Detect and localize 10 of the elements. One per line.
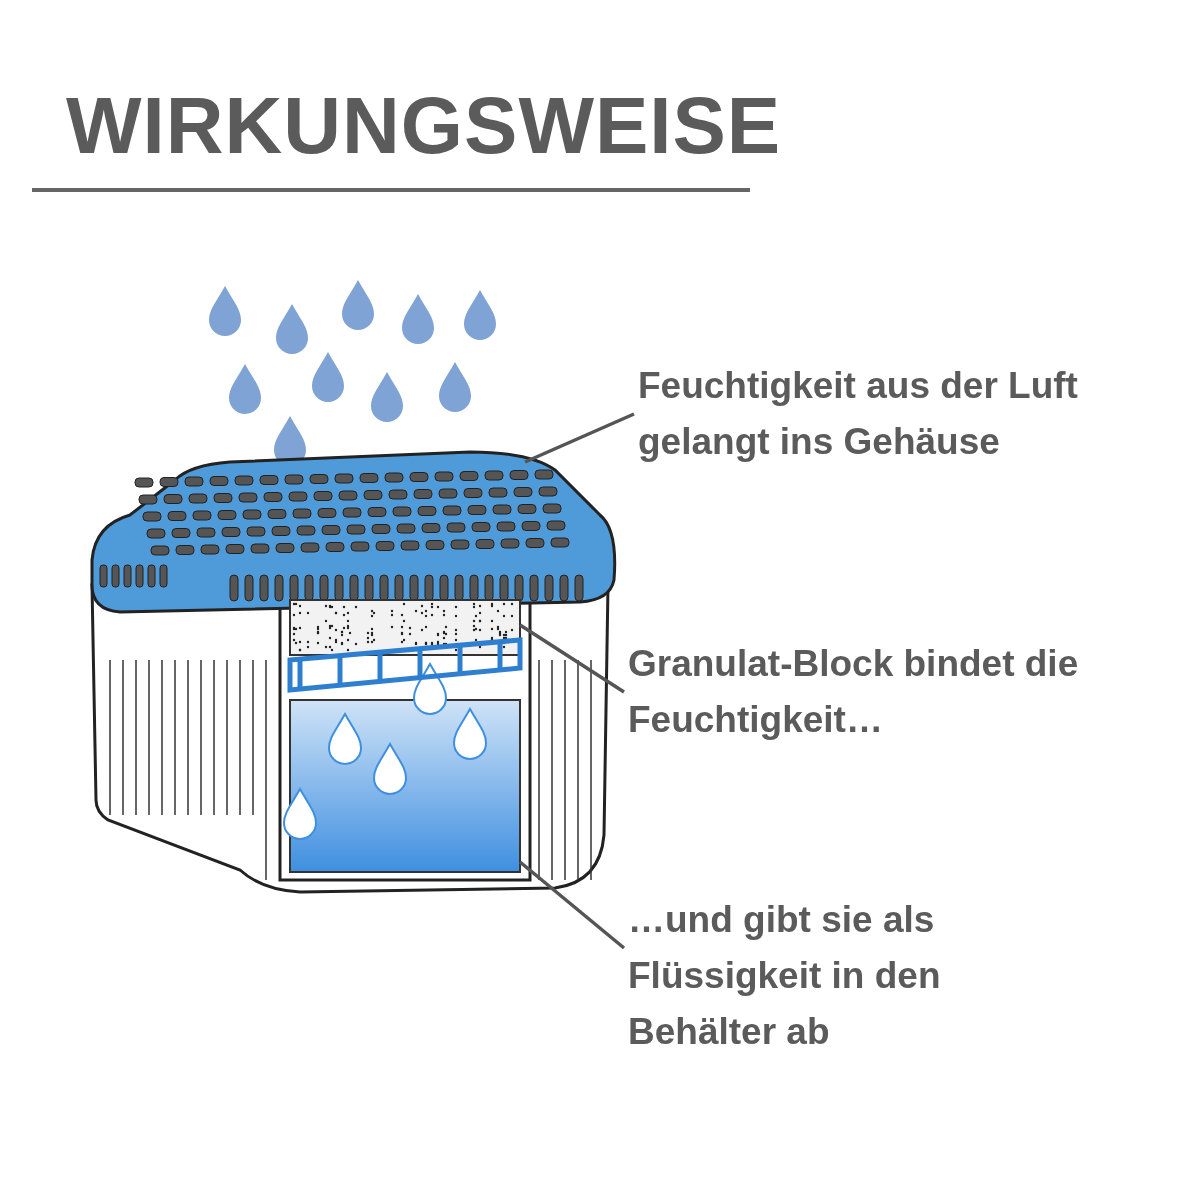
title: WIRKUNGSWEISE [66, 80, 782, 172]
callout-text: Feuchtigkeit aus der Luft gelangt ins Gehäuse [638, 358, 1158, 470]
leader-line [519, 623, 625, 694]
lid [90, 450, 617, 614]
callout-text: …und gibt sie als Flüssigkeit in den Behälter ab [628, 892, 1008, 1060]
collected-liquid [283, 663, 521, 873]
granulate-block [289, 599, 521, 656]
callout-text: Granulat-Block bindet die Feuchtigkeit… [628, 636, 1158, 748]
leader-line [518, 860, 626, 950]
leader-line [524, 412, 635, 464]
